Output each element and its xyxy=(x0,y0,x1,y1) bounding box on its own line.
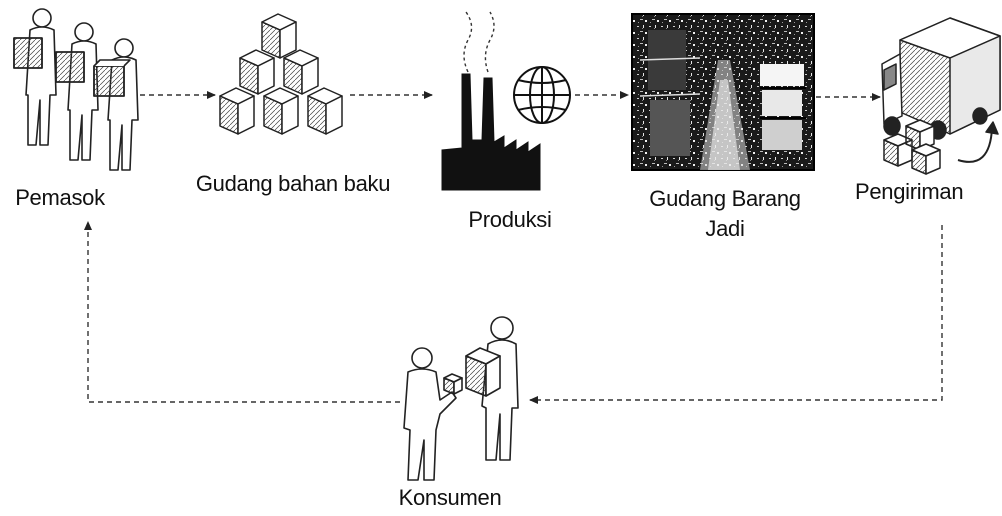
node-label-pengiriman: Pengiriman xyxy=(855,179,964,204)
box-stack-icon xyxy=(219,13,343,135)
delivery-truck-icon xyxy=(881,17,1001,175)
node-label-gudang-bahan-baku: Gudang bahan baku xyxy=(195,171,391,196)
factory-icon xyxy=(441,11,541,191)
node-label-produksi: Produksi xyxy=(468,207,552,232)
node-label-pemasok: Pemasok xyxy=(15,185,105,210)
edge-konsumen-to-pemasok xyxy=(84,221,400,403)
node-label-gudang-barang-jadi: Gudang Barang Jadi xyxy=(630,184,820,244)
node-label-konsumen: Konsumen xyxy=(398,485,502,510)
suppliers-icon xyxy=(13,8,139,171)
globe-icon xyxy=(513,66,571,124)
node-label-gudang-barang-jadi-line1: Gudang Barang xyxy=(649,186,801,211)
flow-arrows xyxy=(84,91,943,404)
consumer-handoff-icon xyxy=(403,316,519,481)
edge-pengiriman-to-konsumen xyxy=(529,225,943,404)
node-label-gudang-barang-jadi-line2: Jadi xyxy=(705,216,745,241)
warehouse-photo xyxy=(631,13,815,171)
